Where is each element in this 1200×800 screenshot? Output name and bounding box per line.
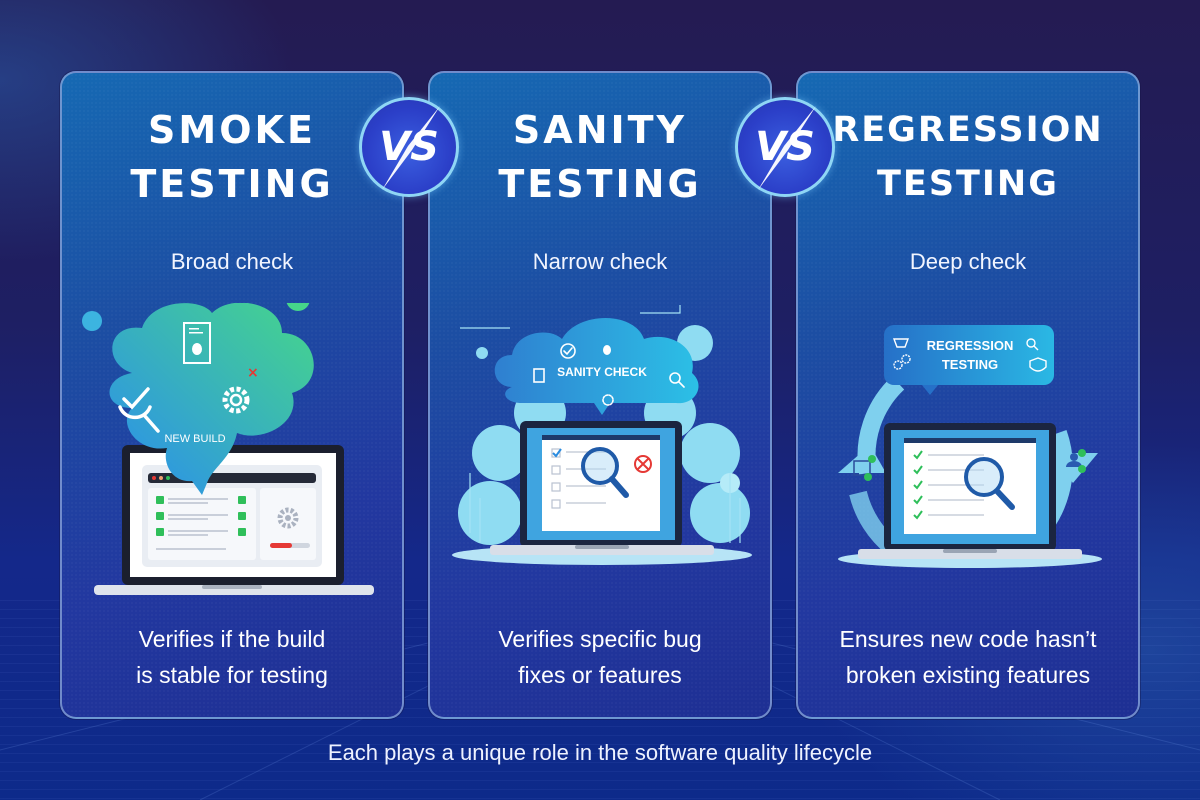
laptop-icon: [94, 445, 374, 595]
vs-badge: VS: [359, 97, 459, 197]
title-line-1: SMOKE: [148, 108, 316, 152]
footer-caption: Each plays a unique role in the software…: [327, 740, 873, 765]
sanity-testing-card: SANITY TESTING Narrow check: [428, 71, 772, 719]
smoke-testing-illustration: × NEW BUILD: [62, 287, 402, 603]
sanity-check-label: SANITY CHECK: [557, 365, 647, 379]
desc-line-2: broken existing features: [845, 662, 1091, 688]
desc-line-2: fixes or features: [518, 662, 682, 688]
card-subtitle: Broad check: [170, 249, 294, 274]
smoke-testing-card: SMOKE TESTING Broad check: [60, 71, 404, 719]
vs-badge: VS: [735, 97, 835, 197]
card-description: Ensures new code hasn’t broken existing …: [798, 621, 1138, 693]
desc-line-1: Ensures new code hasn’t: [839, 626, 1097, 652]
title-line-1: REGRESSION: [832, 110, 1104, 150]
new-build-label: NEW BUILD: [164, 433, 225, 445]
sanity-testing-illustration: SANITY CHECK: [430, 303, 770, 603]
svg-text:×: ×: [247, 365, 259, 381]
regression-testing-illustration: REGRESSION TESTING: [798, 303, 1138, 603]
desc-line-1: Verifies if the build: [138, 626, 326, 652]
card-title: SMOKE TESTING: [62, 103, 402, 211]
card-description: Verifies if the build is stable for test…: [62, 621, 402, 693]
card-subtitle: Deep check: [909, 249, 1027, 274]
card-description: Verifies specific bug fixes or features: [430, 621, 770, 693]
regression-testing-card: REGRESSION TESTING Deep check: [796, 71, 1140, 719]
title-line-2: TESTING: [877, 164, 1059, 204]
card-title: SANITY TESTING: [430, 103, 770, 211]
title-line-2: TESTING: [130, 162, 334, 206]
regression-label-line-1: REGRESSION: [927, 338, 1014, 353]
title-line-2: TESTING: [498, 162, 702, 206]
card-subtitle: Narrow check: [532, 249, 668, 274]
desc-line-2: is stable for testing: [136, 662, 328, 688]
title-line-1: SANITY: [512, 108, 688, 152]
regression-label-line-2: TESTING: [942, 357, 998, 372]
card-title: REGRESSION TESTING: [798, 103, 1138, 211]
desc-line-1: Verifies specific bug: [498, 626, 702, 652]
